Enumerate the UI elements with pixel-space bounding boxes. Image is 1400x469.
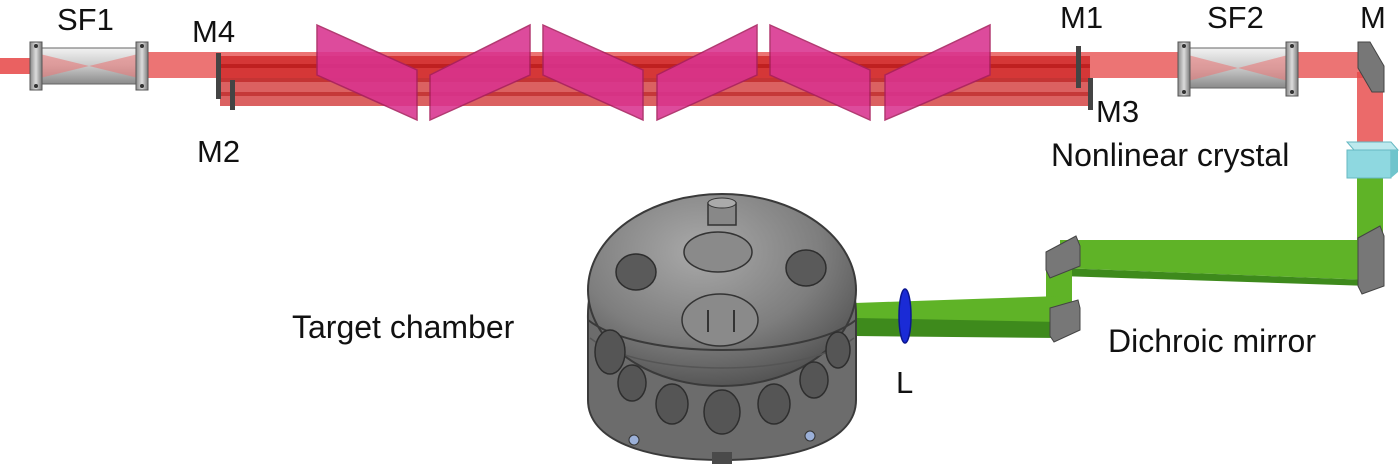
label-m2: M2 [197, 134, 240, 169]
label-m3: M3 [1096, 94, 1139, 129]
slab-1 [316, 23, 418, 122]
dichroic-mirror-1 [1357, 225, 1385, 295]
slab-3 [542, 23, 644, 122]
mirror-m4 [216, 53, 221, 99]
lens [898, 288, 912, 344]
mirror-m [1357, 41, 1385, 93]
label-target-chamber: Target chamber [292, 309, 515, 345]
dichroic-mirror-3 [1049, 299, 1081, 343]
amplifier-slabs [316, 23, 991, 122]
label-m1: M1 [1060, 0, 1103, 35]
label-m: M [1360, 0, 1386, 35]
slab-2 [429, 23, 531, 122]
mirror-m2 [230, 80, 235, 110]
label-dichroic-mirror: Dichroic mirror [1108, 323, 1316, 359]
spatial-filter-sf2 [1177, 41, 1299, 97]
label-nonlinear-crystal: Nonlinear crystal [1051, 137, 1289, 173]
small-mirrors [216, 46, 1093, 110]
label-sf2: SF2 [1207, 0, 1264, 35]
label-sf1: SF1 [57, 2, 114, 37]
slab-6 [884, 23, 991, 122]
mirror-m1 [1076, 46, 1081, 88]
label-lens: L [896, 365, 913, 400]
nonlinear-crystal [1345, 141, 1400, 179]
slab-4 [656, 23, 758, 122]
dichroic-mirrors [1045, 225, 1385, 343]
slab-5 [769, 23, 871, 122]
dichroic-mirror-2 [1045, 235, 1081, 279]
mirror-m3 [1088, 78, 1093, 110]
green-beam [855, 150, 1383, 338]
spatial-filter-sf1 [29, 41, 149, 91]
target-chamber [586, 193, 858, 464]
label-m4: M4 [192, 14, 235, 49]
